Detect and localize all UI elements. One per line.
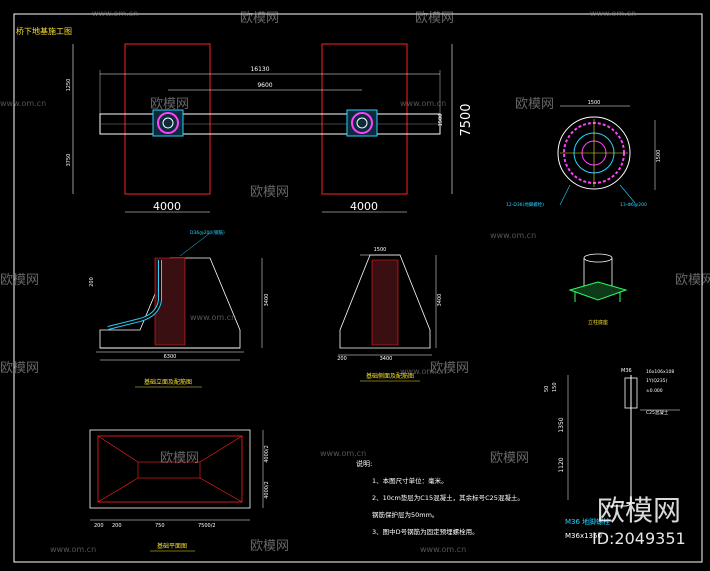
anchor-bolt: M36 50 150 1350 1120 16x106x108 1Y(Q235)… [544, 368, 680, 540]
watermark-site-3: www.om.cn [0, 99, 46, 108]
plan-dim-side-a: 4000/2 [264, 445, 270, 463]
watermark-site-7: www.om.cn [400, 367, 446, 376]
bolt-dim-a: 50 [544, 386, 550, 392]
plan-dim-3: 7500/2 [198, 523, 216, 529]
bolt-label-top: M36 [621, 368, 632, 374]
note-1: 1、本图尺寸单位：毫米。 [372, 476, 448, 485]
bolt-dim-b: 150 [552, 382, 558, 392]
bolt-dim-c: 1350 [558, 417, 565, 432]
dim-left-small: 1250 [66, 79, 72, 92]
base-3d-detail: 立柱底座 [568, 253, 628, 326]
foundation-elevation: 6300 3400 200 D36@200(钢筋) 基础立面及配筋图 [89, 229, 270, 388]
note-2b: 钢筋保护层为50mm。 [372, 510, 438, 519]
notes: 说明: 1、本图尺寸单位：毫米。 2、10cm垫层为C15混凝土，其余标号C25… [356, 459, 524, 536]
watermark-brand-2: 欧模网 [415, 11, 454, 26]
footing-width-left: 4000 [153, 200, 181, 213]
elev-dim-height: 3400 [264, 294, 270, 307]
pile-note-b: 13-Φ6@200 [620, 202, 647, 208]
elev-note: D36@200(钢筋) [190, 229, 225, 236]
watermark-site-2: www.om.cn [590, 9, 636, 18]
watermark-site-9: www.om.cn [50, 545, 96, 554]
watermark-site-4: www.om.cn [400, 99, 446, 108]
watermark-brand-8: 欧模网 [430, 361, 469, 376]
foundation-section: 1500 3400 200 3400 基础侧面及配筋图 [337, 247, 443, 382]
watermark-site-8: www.om.cn [320, 449, 366, 458]
elev-caption: 基础立面及配筋图 [144, 378, 192, 386]
plan-dim-2: 750 [155, 523, 165, 529]
pile-symbol-right [346, 109, 378, 137]
footing-right-outline [321, 43, 408, 195]
note-2: 2、10cm垫层为C15混凝土，其余标号C25混凝土。 [372, 493, 524, 502]
dim-right-small: 1500 [438, 114, 444, 127]
dim-total: 16130 [250, 66, 269, 73]
watermark-layer: www.om.cn www.om.cn www.om.cn www.om.cn … [0, 9, 710, 554]
note-3: 3、图中D号钢筋为固定预埋螺栓用。 [372, 527, 479, 536]
watermark-brand-6: 欧模网 [0, 273, 39, 288]
pile-note-a: 12-D36(地脚螺栓) [506, 201, 544, 208]
bolt-dim-d: 1120 [558, 457, 565, 472]
dim-inner: 9600 [257, 82, 272, 89]
watermark-brand-3: 欧模网 [150, 97, 189, 112]
sect-dim-bottom: 3400 [380, 356, 393, 362]
elev-dim-side: 200 [89, 277, 95, 287]
detail-caption: 立柱底座 [588, 319, 608, 326]
bolt-caption: M36 地脚螺栓 [565, 517, 610, 526]
bolt-caption2: M36x1350 [565, 532, 602, 540]
pile-section: 1500 1500 12-D36(地脚螺栓) 13-Φ6@200 [506, 100, 662, 208]
footing-left-outline [124, 43, 211, 195]
drawing-frame [13, 13, 703, 563]
bolt-note-b: 1Y(Q235) [646, 378, 667, 384]
pile-dim-height: 1500 [656, 150, 662, 163]
pile-symbol-left [152, 109, 184, 137]
watermark-brand-10: 欧模网 [160, 451, 199, 466]
elev-dim-bottom: 6300 [164, 354, 177, 360]
plan-dim-side-b: 4000/2 [264, 481, 270, 499]
watermark-site-10: www.om.cn [420, 545, 466, 554]
watermark-brand-12: 欧模网 [250, 539, 289, 554]
plan-caption: 基础平面图 [157, 542, 187, 550]
watermark-brand-large: 欧模网 [597, 494, 681, 527]
notes-heading: 说明: [356, 459, 372, 468]
watermark-id: ID:2049351 [592, 529, 686, 548]
plan-dim-1: 200 [112, 523, 122, 529]
watermark-brand-4: 欧模网 [515, 97, 554, 112]
sect-caption: 基础侧面及配筋图 [366, 372, 414, 380]
footing-width-right: 4000 [350, 200, 378, 213]
watermark-brand-7: 欧模网 [675, 273, 710, 288]
sect-dim-top: 1500 [374, 247, 387, 253]
plan-dim-0: 200 [94, 523, 104, 529]
watermark-brand-9: 欧模网 [0, 361, 39, 376]
foundation-plan: 200 200 750 7500/2 4000/2 4000/2 基础平面图 [89, 429, 270, 552]
watermark-brand-5: 欧模网 [250, 185, 289, 200]
drawing-title: 桥下地基施工图 [16, 26, 72, 36]
bolt-note-d: C25混凝土 [646, 409, 669, 416]
bolt-note-a: 16x106x108 [646, 369, 674, 375]
dim-height-7500: 7500 [459, 103, 474, 136]
sect-dim-height: 3400 [437, 294, 443, 307]
top-plan: 16130 9600 1250 3750 7500 1500 4000 4000 [66, 43, 474, 213]
bolt-note-c: ±0.000 [646, 388, 663, 394]
watermark-site-6: www.om.cn [190, 313, 236, 322]
sect-dim-side: 200 [337, 356, 347, 362]
watermark-brand-11: 欧模网 [490, 451, 529, 466]
dim-left-lower: 3750 [66, 154, 72, 167]
watermark-site-1: www.om.cn [92, 9, 138, 18]
watermark-site-5: www.om.cn [490, 231, 536, 240]
watermark-brand-1: 欧模网 [240, 11, 279, 26]
pile-dim-width: 1500 [588, 100, 601, 106]
